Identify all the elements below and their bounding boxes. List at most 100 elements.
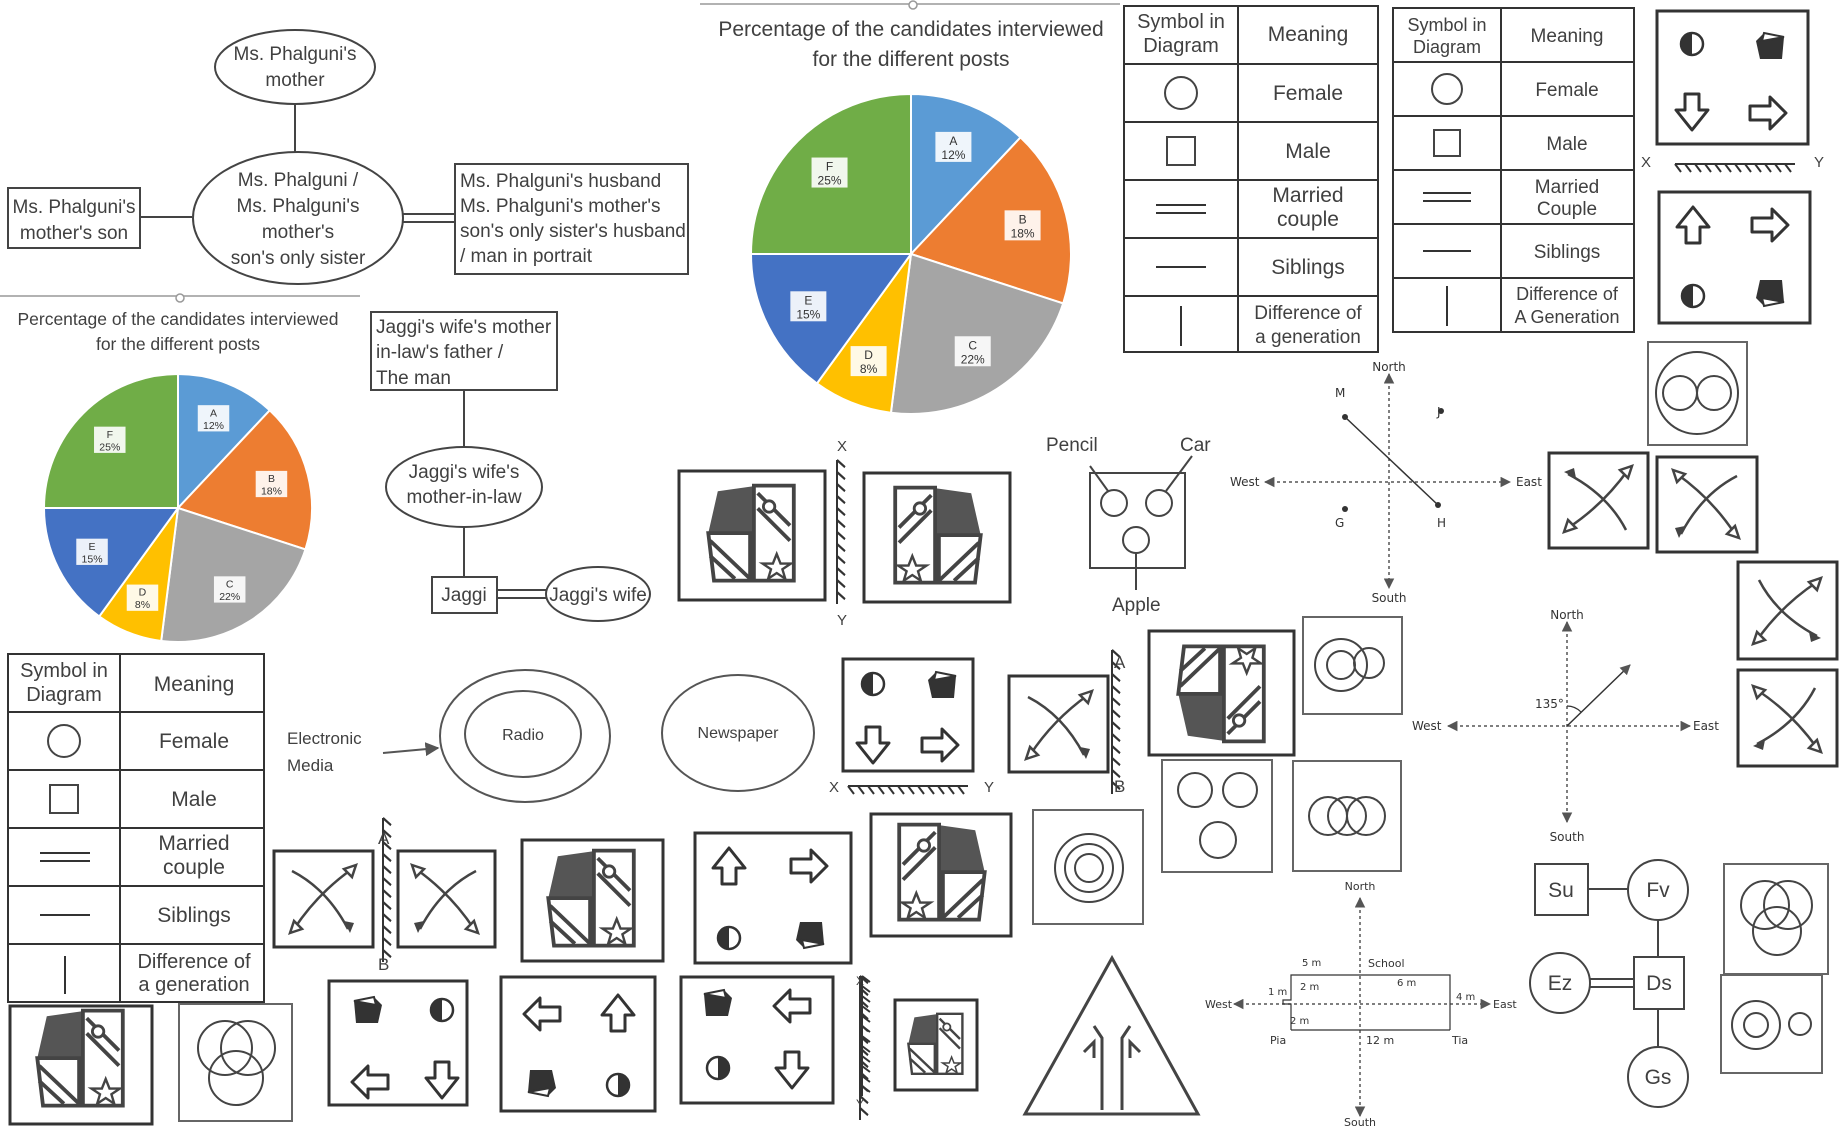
legend-left-male: Male	[171, 788, 217, 811]
mirror1-y: Y	[837, 612, 847, 629]
arrows-option-2	[1655, 455, 1759, 554]
pie-label-bg	[850, 346, 887, 377]
compass-mjgh: North South West East M J G H	[1230, 360, 1542, 605]
ez-node: Ez	[1548, 972, 1573, 995]
pie-category-label: D	[139, 587, 147, 599]
mirror5-x: X	[856, 974, 864, 988]
pie-category-label: B	[268, 473, 275, 485]
pie-label-bg	[197, 405, 230, 432]
pie-value-label: 25%	[818, 174, 842, 188]
symbols-question-2: X Y	[1641, 9, 1824, 173]
pie-slice-c	[889, 252, 1065, 415]
mirror-option-house-2	[520, 838, 665, 963]
legend-right-female: Female	[1535, 80, 1598, 101]
arrows1-b: B	[1114, 777, 1125, 796]
mirror-question-house: X Y	[677, 438, 1012, 629]
route-west: West	[1205, 998, 1233, 1011]
jaggi-grandfather-node	[370, 311, 558, 391]
pie-slice-e	[42, 507, 180, 618]
pie-value-label: 8%	[135, 599, 150, 611]
pie-slice-e	[749, 253, 913, 385]
angle-label: 135°	[1535, 697, 1564, 711]
legend-right-meaning-header: Meaning	[1531, 26, 1604, 47]
husband-node	[454, 163, 689, 275]
pie-chart-small: Percentage of the candidates interviewed…	[17, 309, 339, 643]
symbols-question-1: X Y	[829, 657, 994, 796]
dist-2m-a: 2 m	[1300, 982, 1319, 993]
pie-value-label: 12%	[941, 148, 965, 162]
pie-category-label: B	[1019, 212, 1027, 226]
pencil-label: Pencil	[1046, 435, 1098, 456]
pie-small-title: Percentage of the candidates interviewed…	[17, 309, 338, 354]
venn-pencil-car-apple: Pencil Car Apple	[1046, 435, 1211, 616]
pie-value-label: 25%	[99, 441, 120, 453]
arrows-question-2: A B	[272, 816, 497, 974]
su-node: Su	[1548, 879, 1574, 902]
pie-value-label: 15%	[82, 553, 103, 565]
arrows-option-4	[1736, 668, 1839, 768]
pie-value-label: 12%	[203, 420, 224, 432]
pie-chart-large: Percentage of the candidates interviewed…	[718, 18, 1104, 415]
compass2-north: North	[1550, 608, 1584, 622]
circles-figure-8	[1720, 974, 1823, 1074]
phalguni-node	[192, 151, 404, 285]
pie-category-label: D	[864, 348, 873, 362]
arrows2-b: B	[378, 955, 389, 974]
compass2-west: West	[1412, 719, 1442, 733]
pie-label-bg	[94, 426, 126, 453]
circles-figure-2	[1302, 616, 1403, 715]
point-h: H	[1437, 516, 1446, 530]
pie-category-label: A	[210, 407, 217, 419]
compass2-south: South	[1550, 830, 1585, 844]
pie-label-bg	[213, 576, 246, 603]
pie-large-title: Percentage of the candidates interviewed…	[718, 18, 1103, 71]
jaggi-node	[431, 576, 498, 614]
legend-center-male: Male	[1285, 140, 1331, 163]
mirror-option-house-4	[8, 1004, 154, 1126]
pie-label-bg	[1004, 210, 1041, 241]
car-label: Car	[1180, 435, 1211, 456]
circles-figure-1	[1647, 341, 1748, 446]
jaggi-wife-label: Jaggi's wife	[549, 585, 647, 606]
mirror1-x: X	[837, 438, 847, 455]
pie-category-label: E	[804, 293, 812, 307]
jaggi-mother-node	[385, 446, 543, 528]
pie-small-slices: A12%B18%C22%D8%E15%F25%	[42, 372, 313, 643]
pie-category-label: F	[826, 160, 833, 174]
compass-angle: North South West East 135°	[1412, 608, 1719, 844]
female-symbol	[47, 724, 81, 758]
legend-left-siblings: Siblings	[157, 904, 231, 927]
symbols2-y: Y	[1814, 154, 1824, 171]
apple-label: Apple	[1112, 595, 1161, 616]
arrows-option-3	[1736, 560, 1839, 661]
arrows-option-1	[1547, 451, 1650, 550]
pie-label-bg	[954, 336, 991, 367]
symbols-option-5	[679, 975, 871, 1105]
arrows-question-1: A B	[1007, 648, 1126, 796]
mother-son-node	[7, 187, 141, 249]
arrows2-a: A	[378, 829, 390, 848]
radio-label: Radio	[502, 727, 544, 744]
pie-label-bg	[126, 584, 159, 611]
pie-value-label: 22%	[961, 352, 985, 366]
legend-right-male: Male	[1546, 134, 1587, 155]
gs-node: Gs	[1645, 1066, 1672, 1089]
route-south: South	[1344, 1116, 1376, 1129]
route-map: North South West East School Pia Tia 5 m…	[1205, 880, 1517, 1129]
compass1-east: East	[1516, 475, 1542, 489]
point-g: G	[1335, 516, 1344, 530]
circles-figure-6	[178, 1003, 293, 1122]
ds-node: Ds	[1646, 972, 1672, 995]
